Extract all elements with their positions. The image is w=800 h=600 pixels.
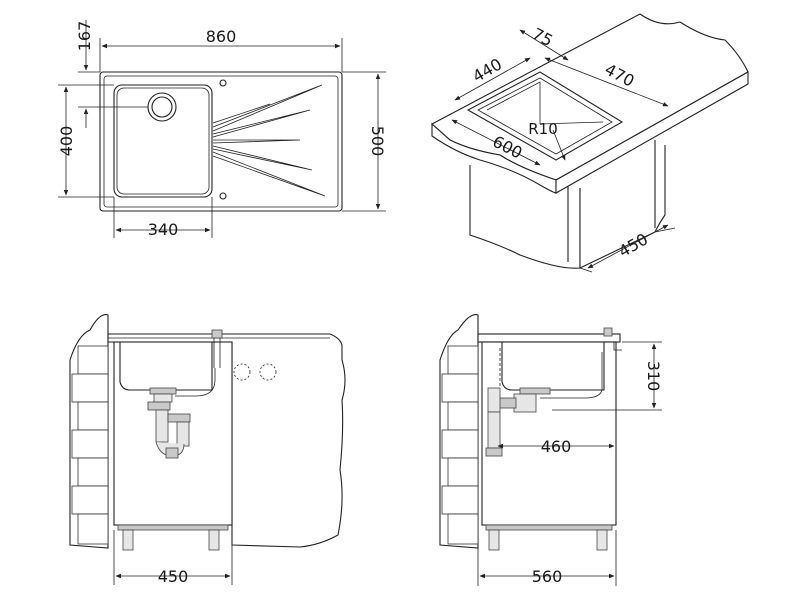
dim-label-440: 440 — [469, 54, 505, 86]
countertop-side — [477, 333, 621, 343]
sink-rim-inner — [103, 75, 339, 208]
cabinet-leg-front — [596, 529, 608, 551]
dim-600-line — [451, 119, 541, 166]
drain-inner — [151, 96, 173, 118]
siphon-trap-front — [147, 387, 191, 459]
bowl-outline — [113, 84, 213, 198]
dim-label-860: 860 — [206, 27, 237, 46]
isometric-view: 600 440 470 75 R10 450 — [431, 13, 749, 273]
dim-label-r10: R10 — [528, 120, 558, 138]
drainboard-grooves — [212, 84, 326, 197]
overflow-hose-side — [540, 352, 603, 399]
cabinet-leg-left — [122, 529, 134, 551]
dim-label-450-front: 450 — [158, 567, 189, 586]
side-view: 460 310 560 — [439, 314, 663, 586]
dim-450-iso-line — [587, 224, 669, 269]
dim-470-line — [544, 57, 669, 107]
cabinet-side — [481, 341, 617, 526]
tap-hole-bottom — [219, 192, 227, 200]
dim-label-460: 460 — [541, 437, 572, 456]
cabinet-leg-back — [488, 529, 500, 551]
bowl-side — [501, 342, 605, 391]
tap-hole-top — [219, 79, 227, 87]
dim-label-167: 167 — [75, 21, 94, 52]
dim-label-400: 400 — [57, 126, 76, 157]
bowl-front — [119, 342, 213, 391]
wall-fitting-1 — [233, 363, 251, 381]
brick-wall-front — [69, 314, 109, 549]
front-view: 450 — [69, 314, 346, 586]
dim-label-500: 500 — [368, 126, 387, 157]
dim-75-line — [519, 29, 569, 61]
countertop-front — [107, 333, 346, 548]
wall-fitting-2 — [259, 363, 277, 381]
countertop-edge-right — [555, 71, 749, 194]
bowl-inner — [116, 87, 210, 195]
dim-label-310: 310 — [644, 361, 663, 392]
siphon-trap-side — [485, 348, 551, 457]
sink-outline — [99, 71, 343, 212]
cabinet-front — [113, 341, 233, 526]
dim-label-340: 340 — [148, 220, 179, 239]
overflow-hose — [175, 368, 216, 397]
cabinet-leg-right — [208, 529, 220, 551]
top-view: 860 500 400 167 340 — [57, 20, 387, 239]
dim-440-line — [454, 57, 531, 101]
dim-label-75: 75 — [529, 24, 556, 50]
brick-wall-side — [439, 314, 479, 549]
dim-label-560: 560 — [532, 567, 563, 586]
